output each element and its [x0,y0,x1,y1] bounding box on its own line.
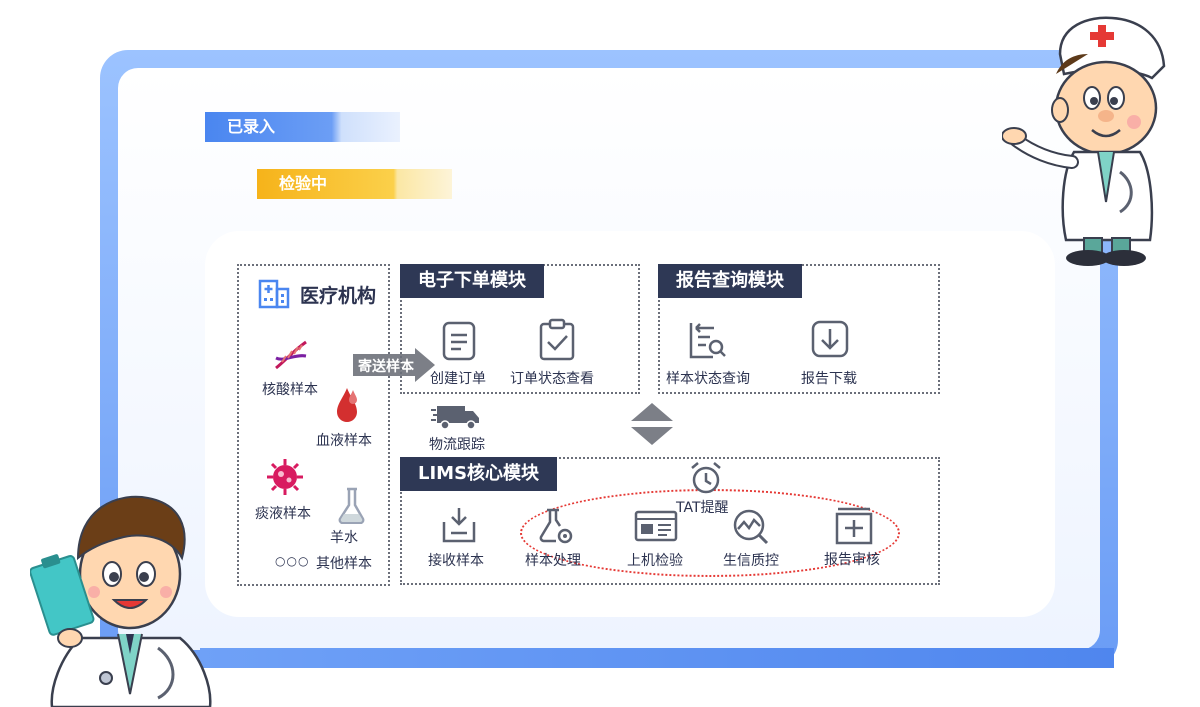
test-tube-icon [335,486,367,524]
create-order-icon [441,320,477,362]
report-item-query: 样本状态查询 [666,371,750,387]
status-testing: 检验中 [257,169,452,199]
institution-box [237,264,390,586]
lims-module-box [400,457,940,585]
dna-icon [272,338,310,372]
report-review-icon [834,507,874,545]
clipboard-check-icon [538,318,576,362]
lims-item-qc: 生信质控 [723,553,779,569]
status-entered: 已录入 [205,112,400,142]
instrument-icon [634,510,678,542]
sample-sputum: 痰液样本 [255,506,311,522]
sample-nucleic: 核酸样本 [262,382,318,398]
virus-icon [264,456,306,498]
truck-icon [431,404,481,430]
doctor-illustration-bottom [30,488,220,707]
order-item-status: 订单状态查看 [510,371,594,387]
order-item-create: 创建订单 [430,371,486,387]
doctor-illustration-top [1002,12,1172,267]
qc-icon [731,507,771,545]
logistics-label: 物流跟踪 [429,437,485,453]
tat-label: TAT提醒 [676,497,729,517]
lims-module-title: LIMS核心模块 [400,457,558,491]
alarm-clock-icon [688,460,724,496]
lims-item-process: 样本处理 [525,553,581,569]
report-item-download: 报告下载 [801,371,857,387]
sample-process-icon [537,507,575,545]
hospital-icon [257,275,291,309]
sample-amniotic: 羊水 [330,530,358,546]
frame-bottom-bar [200,648,1114,668]
sample-blood: 血液样本 [316,433,372,449]
order-module-title: 电子下单模块 [400,264,544,298]
double-arrow-icon [629,403,675,445]
send-arrow [353,348,435,382]
download-icon [811,320,849,358]
sample-ellipsis: ○○○ [275,554,310,568]
report-module-title: 报告查询模块 [658,264,802,298]
sample-query-icon [688,320,728,360]
lims-item-review: 报告审核 [824,552,880,568]
blood-drop-icon [333,386,361,426]
receive-sample-icon [441,506,477,544]
sample-other: 其他样本 [316,556,372,572]
institution-title: 医疗机构 [300,285,377,307]
lims-item-instrument: 上机检验 [627,553,683,569]
lims-item-receive: 接收样本 [428,553,484,569]
